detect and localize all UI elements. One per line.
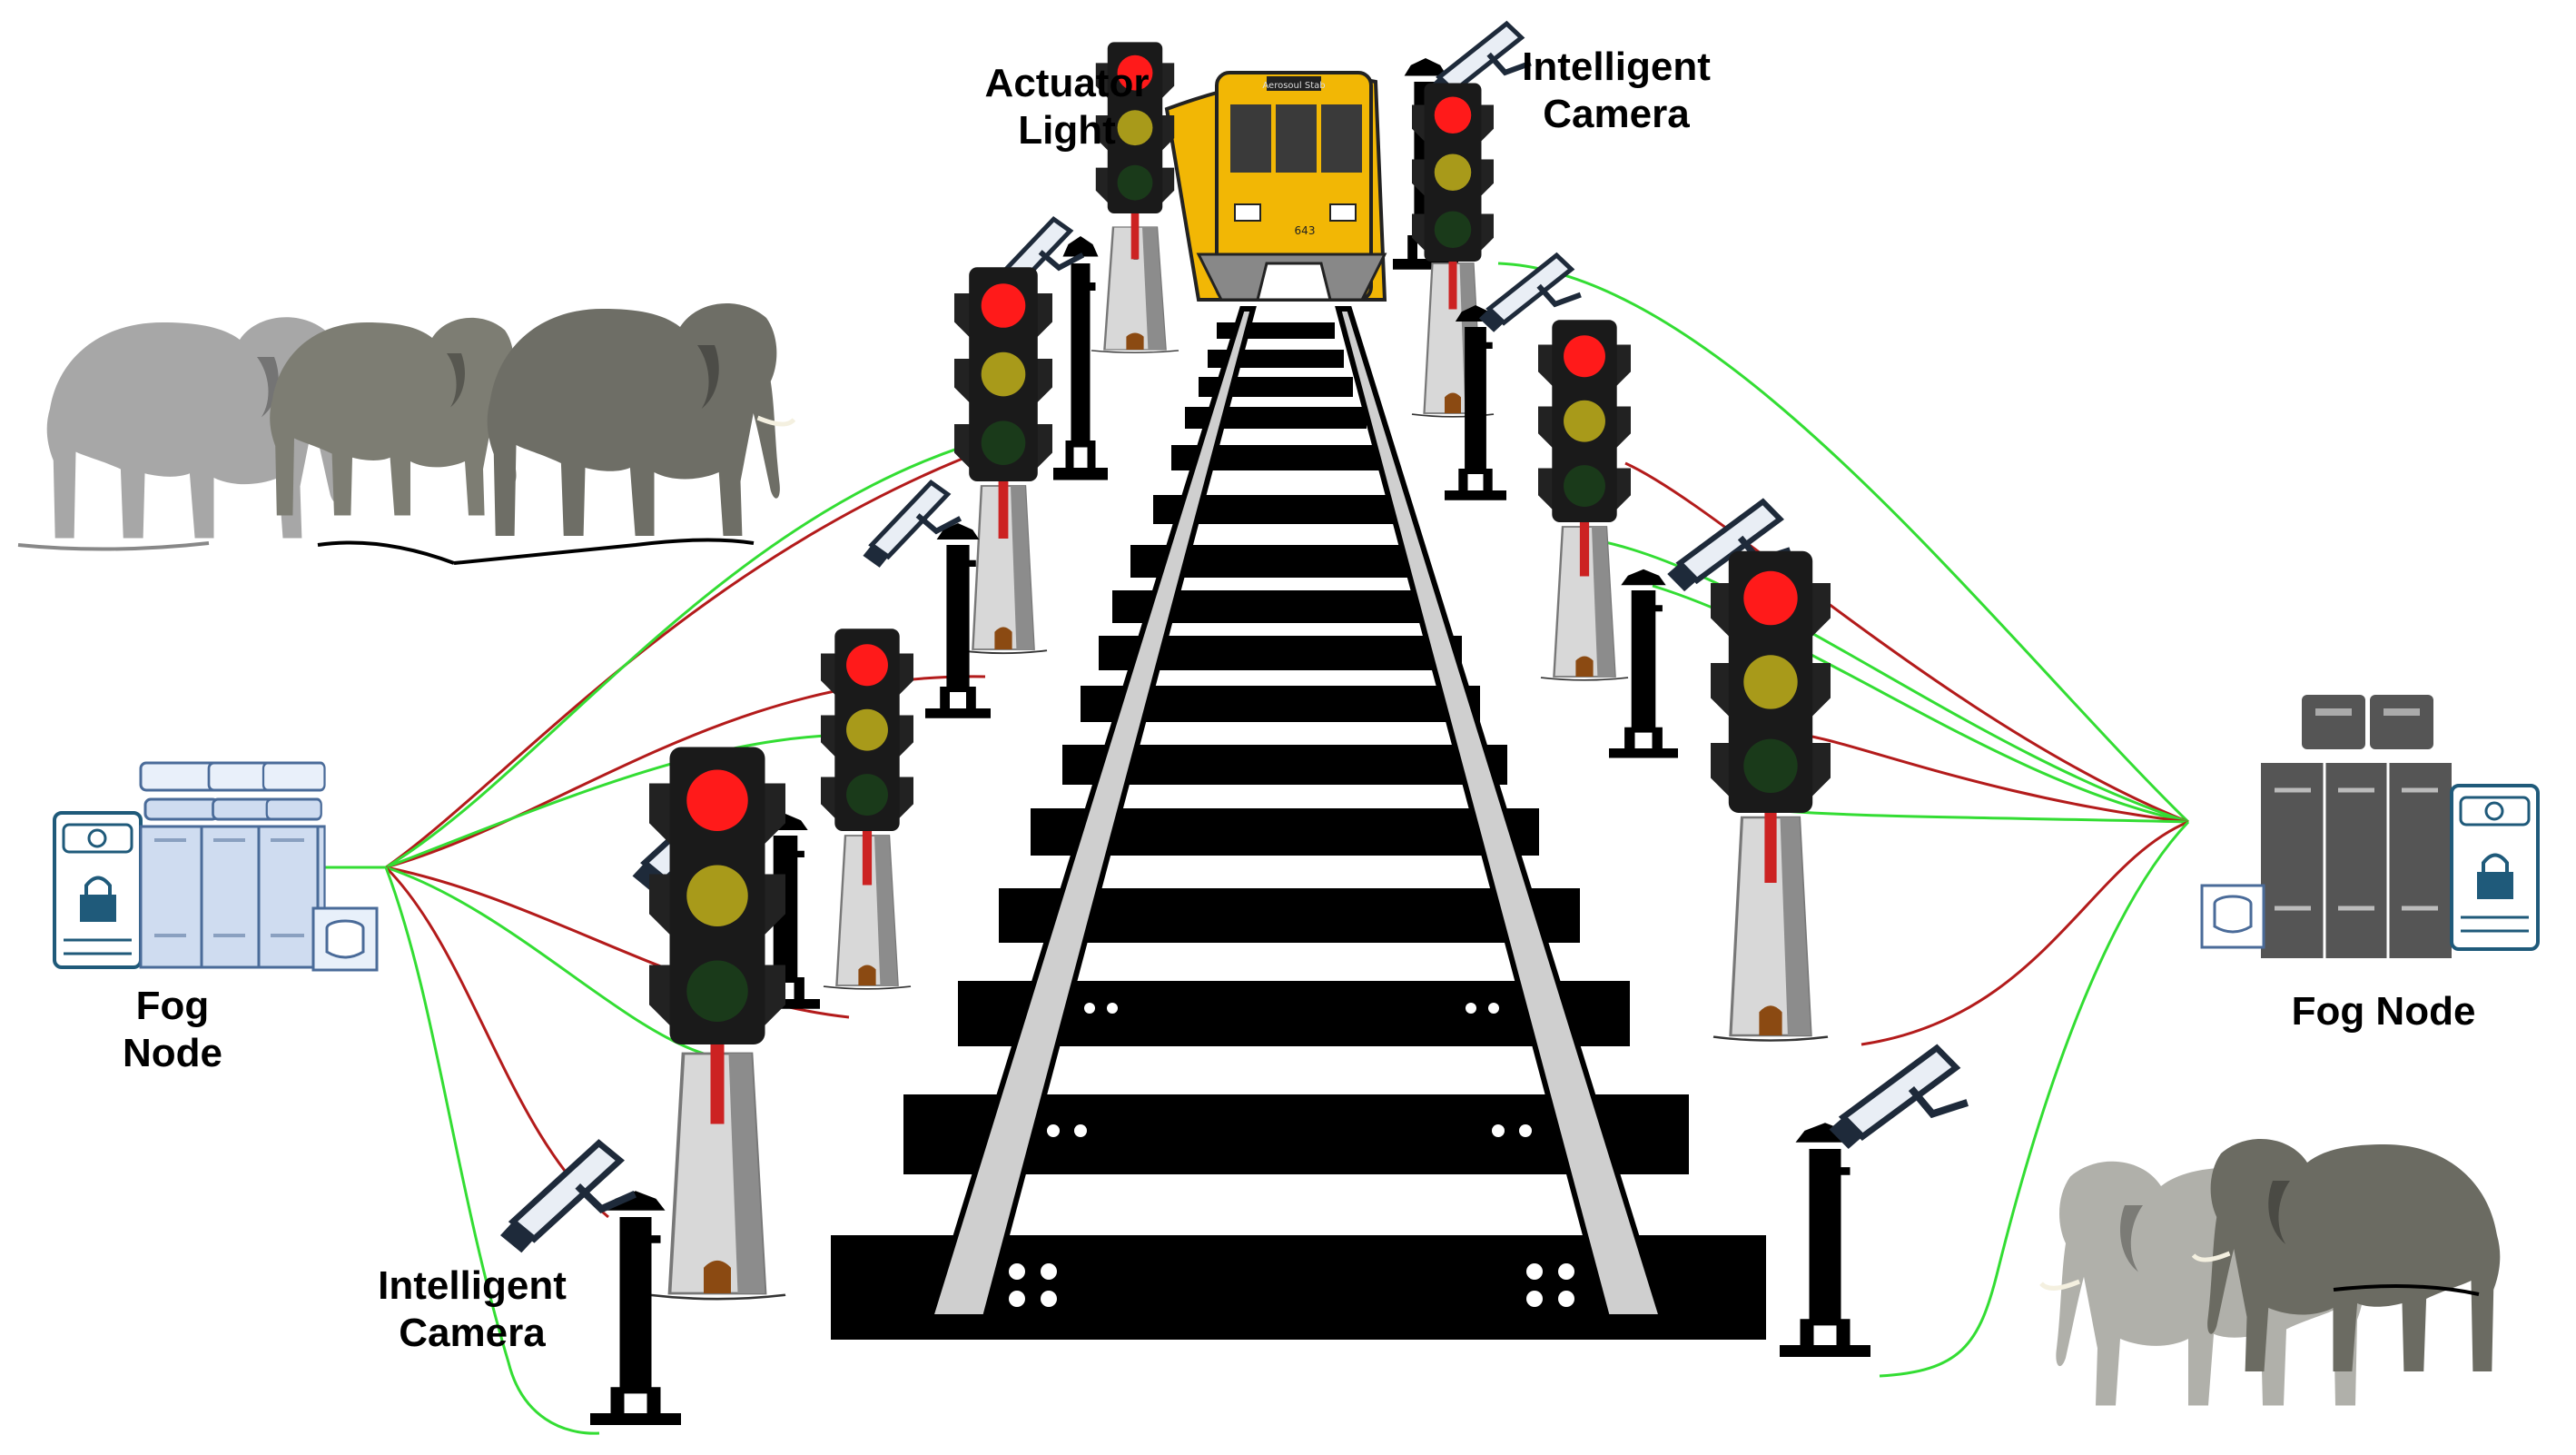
- fog-node-left: [53, 761, 379, 972]
- wire-green: [385, 434, 1000, 869]
- wire-red: [1624, 461, 2189, 824]
- railway-track: [831, 306, 1766, 1340]
- camera-icon: [1816, 1044, 1970, 1153]
- wire-green: [385, 733, 882, 869]
- camera-icon: [482, 1138, 637, 1258]
- label-intelligent-camera-top: Intelligent Camera: [1503, 44, 1730, 138]
- signal-tower-left-2: [821, 629, 913, 991]
- traffic-light-icon: [649, 747, 785, 1124]
- wires-left: [318, 434, 1000, 1435]
- wire-red: [1860, 820, 2189, 1046]
- train-number: 643: [1295, 224, 1316, 237]
- train: Aerosoul Stab 643: [1164, 71, 1387, 302]
- signal-tower-left-3: [647, 747, 787, 1302]
- elephants-bottom-right: [2041, 1139, 2500, 1406]
- wire-green: [1561, 534, 2189, 824]
- label-fog-right: Fog Node: [2291, 989, 2476, 1034]
- right-rail: [1335, 306, 1666, 1320]
- traffic-light-icon: [1538, 320, 1631, 577]
- label-actuator-line1: Actuator: [984, 61, 1150, 105]
- label-camera-bottom-line2: Camera: [399, 1311, 546, 1355]
- server-rack-icon: [53, 761, 326, 969]
- traffic-light-icon: [821, 629, 913, 886]
- label-intelligent-camera-bottom: Intelligent Camera: [359, 1262, 586, 1357]
- signal-tower-right-3: [1711, 550, 1831, 1043]
- traffic-light-icon: [954, 267, 1052, 539]
- traffic-light-icon: [1412, 83, 1494, 310]
- label-camera-top-line1: Intelligent: [1522, 45, 1711, 89]
- wire-green: [384, 866, 600, 1435]
- wire-green: [385, 866, 705, 1055]
- camera-pole-right-4: [1780, 1044, 1969, 1357]
- fog-node-right: [2200, 695, 2540, 958]
- traffic-light-icon: [1711, 550, 1831, 883]
- label-fog-left-line2: Node: [123, 1031, 222, 1075]
- label-fog-node-right: Fog Node: [2261, 988, 2506, 1035]
- server-rack-icon: [2261, 695, 2540, 958]
- database-icon: [2200, 884, 2265, 949]
- wire-red: [1806, 734, 2189, 824]
- left-rail: [926, 306, 1257, 1320]
- label-actuator-line2: Light: [1018, 108, 1116, 153]
- label-fog-node-left: Fog Node: [91, 983, 254, 1077]
- label-camera-bottom-line1: Intelligent: [378, 1263, 567, 1308]
- elephants-top-left: [17, 303, 795, 565]
- database-icon: [311, 906, 379, 972]
- wire-green: [1497, 262, 2190, 824]
- train-destination-sign: Aerosoul Stab: [1262, 81, 1325, 91]
- label-actuator-light: Actuator Light: [940, 60, 1194, 154]
- signal-tower-right-2: [1538, 320, 1631, 682]
- label-fog-left-line1: Fog: [135, 984, 210, 1028]
- label-camera-top-line2: Camera: [1543, 92, 1690, 136]
- elephant-icon: [488, 303, 795, 536]
- camera-icon: [848, 479, 963, 572]
- wire-green: [1879, 820, 2190, 1378]
- wire-green: [1770, 808, 2189, 824]
